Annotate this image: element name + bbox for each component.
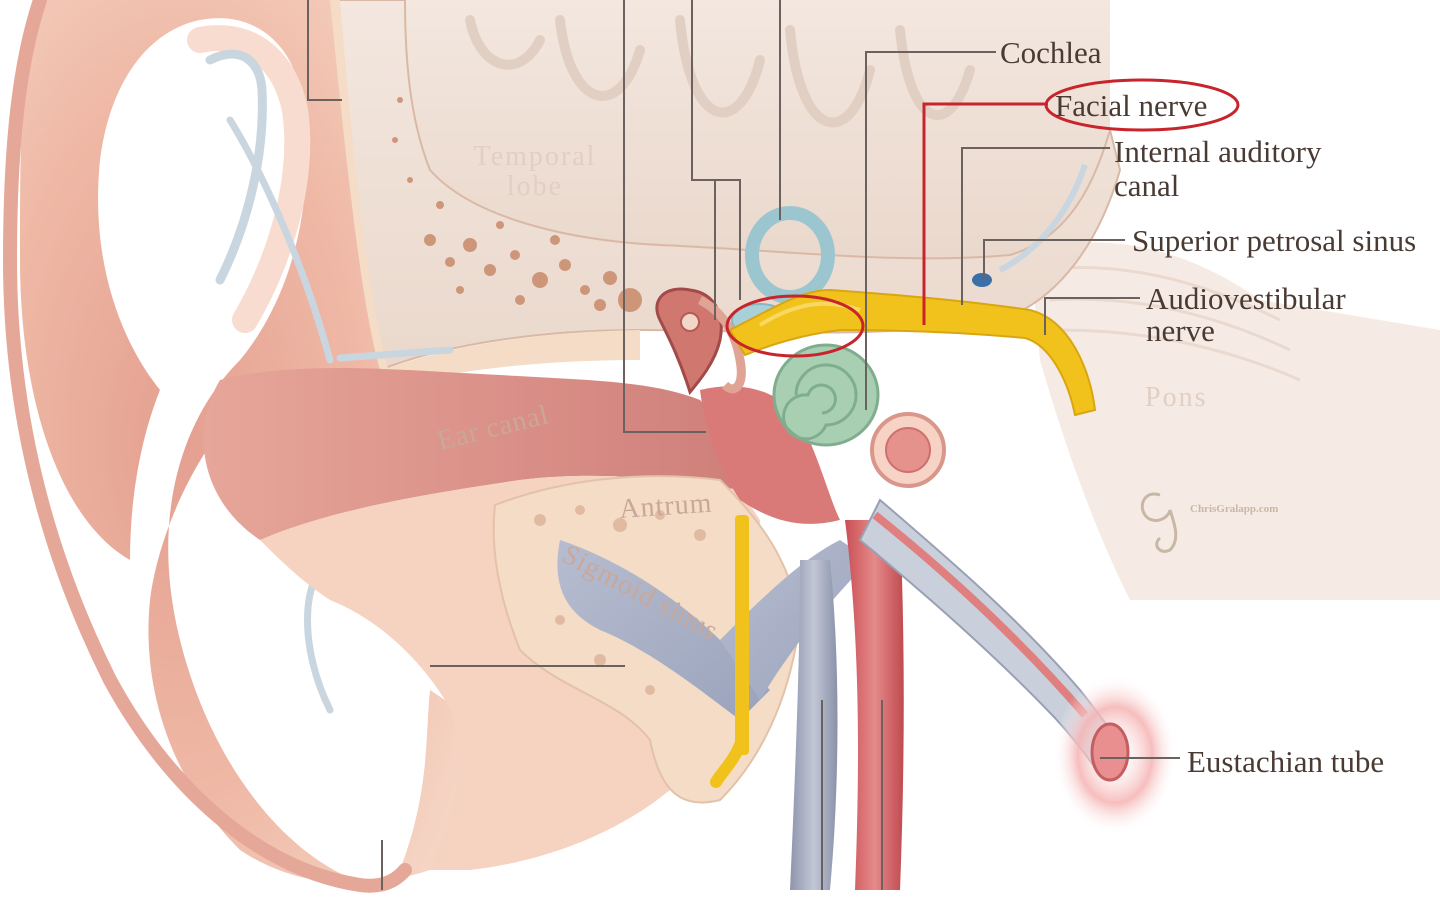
superior-petrosal-sinus-label: Superior petrosal sinus	[1132, 223, 1416, 258]
facial-nerve-label: Facial nerve	[1055, 88, 1207, 123]
bone-layer	[320, 0, 640, 390]
facial-nerve-structure-highlight	[725, 294, 865, 358]
superior-petrosal-sinus-shape	[972, 273, 992, 287]
auricle	[20, 0, 474, 884]
ear-canal	[203, 368, 740, 540]
sigmoid-sinus	[557, 540, 770, 720]
internal-auditory-canal-label-1: Internal auditory	[1114, 134, 1322, 169]
chrisgralapp-logo: ChrisGralapp.com	[1140, 492, 1278, 553]
pons-region	[1030, 242, 1440, 600]
internal-auditory-canal-label-2: canal	[1114, 168, 1179, 203]
eustachian-tube-label: Eustachian tube	[1187, 744, 1384, 779]
internal-jugular-vein	[790, 560, 838, 890]
cochlea-label: Cochlea	[1000, 35, 1102, 70]
temporal-lobe	[405, 0, 1110, 259]
pons-label: Pons	[1145, 382, 1207, 413]
facial-nerve-label-highlight	[1044, 78, 1240, 132]
facial-nerve-highlight-leader	[922, 102, 1048, 325]
temporal-lobe-label-1: Temporal	[474, 141, 597, 172]
antrum-label: Antrum	[618, 488, 713, 525]
audiovestibular-nerve-label-2: nerve	[1146, 313, 1215, 348]
watermark-text: ChrisGralapp.com	[1190, 503, 1278, 515]
leader-lines	[307, 0, 1180, 890]
cochlea-shape	[772, 343, 880, 447]
internal-carotid-artery	[845, 520, 904, 890]
middle-ear-cavity	[700, 386, 840, 524]
facial-nerve-mastoid-segment	[735, 515, 749, 755]
audiovestibular-nerve-label-1: Audiovestibular	[1146, 281, 1346, 316]
facial-nerve-shape	[728, 288, 1097, 417]
temporal-lobe-label-2: lobe	[507, 171, 563, 202]
ossicles	[655, 287, 723, 396]
